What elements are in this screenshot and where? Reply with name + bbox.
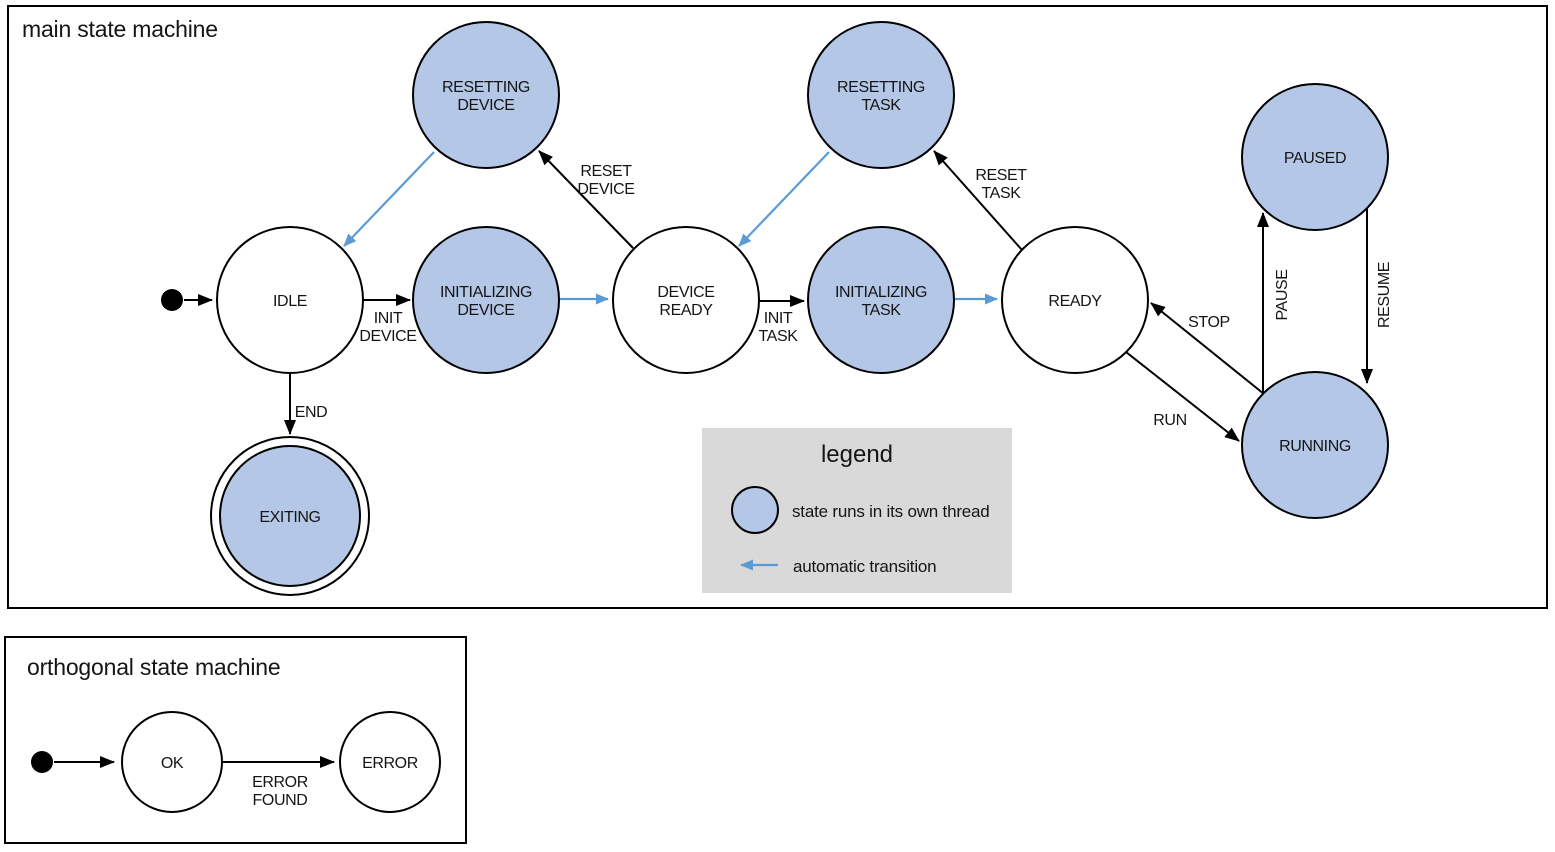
svg-text:RUNNING: RUNNING [1279, 438, 1351, 455]
legend: legend state runs in its own thread auto… [702, 428, 1012, 593]
svg-text:RESETTING: RESETTING [837, 79, 925, 96]
orthogonal-panel-title: orthogonal state machine [27, 654, 280, 680]
state-circle [121, 711, 223, 813]
transition-resetting-task-to-device-ready-automatic [738, 151, 830, 247]
state-resetting-device: RESETTING DEVICE [412, 21, 560, 169]
state-error: ERROR [339, 711, 441, 813]
svg-text:READY: READY [1048, 293, 1102, 310]
label-stop: STOP [1188, 314, 1230, 331]
final-state-inner-circle [219, 445, 361, 587]
state-ready: READY [1001, 226, 1149, 374]
initial-state-dot [161, 289, 183, 311]
svg-text:DEVICE: DEVICE [657, 284, 714, 301]
svg-text:INITIALIZING: INITIALIZING [440, 284, 532, 301]
svg-text:INITIALIZING: INITIALIZING [835, 284, 927, 301]
svg-text:ERROR: ERROR [252, 774, 308, 791]
svg-text:PAUSED: PAUSED [1284, 150, 1346, 167]
transition-running-to-ready [1150, 302, 1265, 395]
svg-text:READY: READY [659, 302, 713, 319]
svg-text:IDLE: IDLE [273, 293, 307, 310]
svg-text:ERROR: ERROR [362, 755, 418, 772]
svg-text:EXITING: EXITING [259, 509, 320, 526]
svg-text:TASK: TASK [981, 185, 1021, 202]
label-run: RUN [1153, 412, 1186, 429]
state-ok: OK [121, 711, 223, 813]
svg-text:DEVICE: DEVICE [577, 181, 634, 198]
state-circle [216, 226, 364, 374]
svg-text:RESET: RESET [580, 163, 632, 180]
label-resume: RESUME [1376, 262, 1393, 328]
svg-text:TASK: TASK [861, 302, 901, 319]
svg-text:INIT: INIT [374, 310, 403, 327]
state-idle: IDLE [216, 226, 364, 374]
state-circle [339, 711, 441, 813]
state-running: RUNNING [1241, 371, 1389, 519]
state-circle [1241, 371, 1389, 519]
state-circle [412, 21, 560, 169]
label-init-task: INIT TASK [758, 310, 798, 345]
svg-text:DEVICE: DEVICE [457, 302, 514, 319]
legend-threaded-state-label: state runs in its own thread [792, 502, 990, 521]
orthogonal-panel-border [4, 636, 467, 844]
state-initializing-device: INITIALIZING DEVICE [412, 226, 560, 374]
label-init-device: INIT DEVICE [359, 310, 417, 345]
initial-state-dot [31, 751, 53, 773]
svg-text:INIT: INIT [764, 310, 793, 327]
state-device-ready: DEVICE READY [612, 226, 760, 374]
main-state-machine-panel: main state machine INIT DEVICE RESET DEV… [7, 5, 1548, 609]
svg-text:RESETTING: RESETTING [442, 79, 530, 96]
transition-device-ready-to-resetting-device [538, 150, 634, 249]
label-error-found: ERROR FOUND [252, 774, 308, 809]
svg-text:TASK: TASK [758, 328, 798, 345]
transition-ready-to-resetting-task [933, 150, 1023, 251]
svg-text:FOUND: FOUND [253, 792, 308, 809]
transition-ready-to-running [1125, 351, 1240, 442]
svg-text:RESET: RESET [975, 167, 1027, 184]
state-circle [807, 21, 955, 169]
legend-automatic-transition-label: automatic transition [793, 557, 936, 576]
svg-text:DEVICE: DEVICE [359, 328, 416, 345]
state-circle [1001, 226, 1149, 374]
svg-text:TASK: TASK [861, 97, 901, 114]
svg-text:DEVICE: DEVICE [457, 97, 514, 114]
label-reset-device: RESET DEVICE [577, 163, 635, 198]
legend-title: legend [821, 441, 893, 468]
state-resetting-task: RESETTING TASK [807, 21, 955, 169]
main-panel-title: main state machine [22, 16, 218, 42]
orthogonal-state-machine-panel: orthogonal state machine ERROR FOUND OK … [4, 636, 467, 844]
label-pause: PAUSE [1274, 269, 1291, 320]
state-circle [1241, 83, 1389, 231]
legend-threaded-state-icon [731, 486, 779, 534]
main-panel-border [7, 5, 1548, 609]
state-paused: PAUSED [1241, 83, 1389, 231]
label-reset-task: RESET TASK [975, 167, 1027, 202]
svg-text:OK: OK [161, 755, 184, 772]
state-circle [807, 226, 955, 374]
state-circle [412, 226, 560, 374]
state-circle [612, 226, 760, 374]
transition-resetting-device-to-idle-automatic [343, 151, 435, 247]
state-exiting-final: EXITING [210, 436, 370, 596]
state-initializing-task: INITIALIZING TASK [807, 226, 955, 374]
label-end: END [295, 404, 328, 421]
